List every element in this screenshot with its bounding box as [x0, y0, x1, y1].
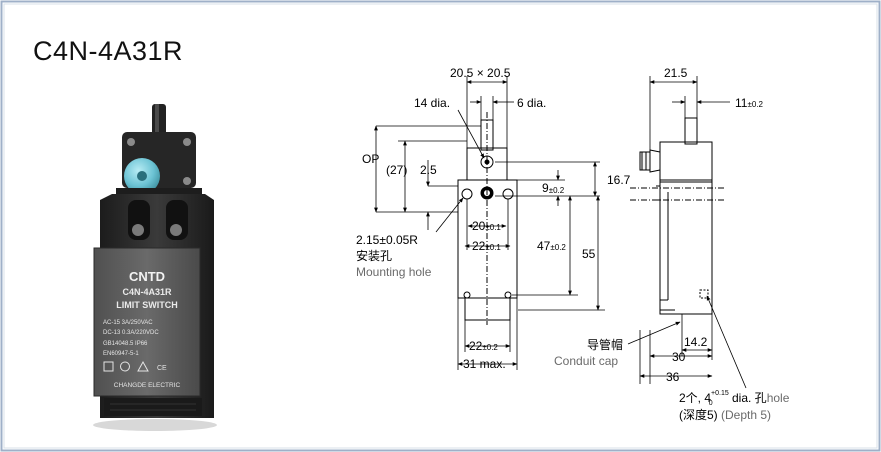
note-conduit-cn: 导管帽 — [587, 337, 623, 352]
front-dimension-lines — [374, 76, 605, 370]
product-photo: CNTD C4N-4A31R LIMIT SWITCH AC-15 3A/250… — [93, 104, 217, 431]
label-spec2: DC-13 0.3A/220VDC — [103, 330, 159, 336]
dim-op: OP — [362, 152, 379, 166]
note-mount-cn: 安装孔 — [356, 248, 392, 263]
label-type: LIMIT SWITCH — [116, 300, 178, 310]
dim-21-5: 21.5 — [664, 66, 688, 80]
note-depth: (深度5) (Depth 5) — [679, 407, 771, 422]
dim-22-b: 22±0.2 — [469, 339, 498, 353]
dim-27: (27) — [386, 163, 407, 177]
dim-22-a: 22±0.1 — [472, 239, 501, 253]
dim-6-dia: 6 dia. — [517, 96, 546, 110]
dim-2-5: 2.5 — [420, 163, 437, 177]
side-view — [630, 117, 725, 315]
dim-9: 9±0.2 — [542, 181, 565, 195]
dim-top-size: 20.5 × 20.5 — [450, 66, 511, 80]
dim-47: 47±0.2 — [537, 239, 566, 253]
note-mount-en: Mounting hole — [356, 265, 432, 279]
side-dimension-lines — [627, 76, 747, 389]
label-spec4: EN60947-5-1 — [103, 351, 139, 357]
dim-14-dia: 14 dia. — [414, 96, 450, 110]
dim-11: 11±0.2 — [735, 96, 764, 110]
dim-14-2: 14.2 — [684, 335, 708, 349]
dim-31-max: 31 max. — [463, 357, 506, 371]
dim-55: 55 — [582, 247, 596, 261]
note-mount-dim: 2.15±0.05R — [356, 233, 418, 247]
label-spec1: AC-15 3A/250VAC — [103, 320, 153, 326]
label-spec3: GB14048.5 IP66 — [103, 341, 148, 347]
label-model: C4N-4A31R — [122, 287, 172, 297]
certification-icons: CE — [103, 360, 167, 372]
svg-text:CE: CE — [157, 365, 167, 372]
label-brand: CNTD — [129, 269, 165, 284]
dim-16-7: 16.7 — [607, 173, 631, 187]
dim-36: 36 — [666, 370, 680, 384]
note-conduit-en: Conduit cap — [554, 354, 618, 368]
page-title: C4N-4A31R — [33, 36, 184, 66]
label-maker: CHANGDE ELECTRIC — [114, 382, 181, 389]
dim-20: 20±0.1 — [472, 219, 501, 233]
dim-30: 30 — [672, 350, 686, 364]
